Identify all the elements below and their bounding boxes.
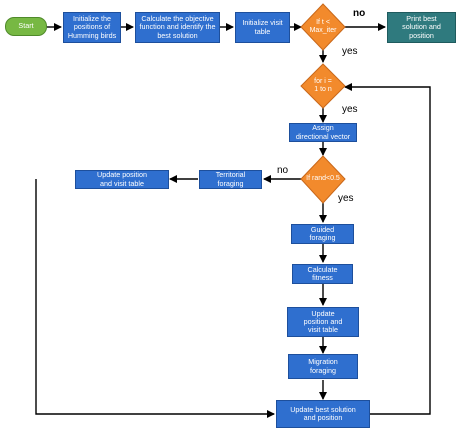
print-best-box: Print best solution and position xyxy=(387,12,456,43)
decision-rand-label: If rand<0.5 xyxy=(306,175,340,183)
assign-direction-box: Assign directional vector xyxy=(289,123,357,142)
decision-rand-shape xyxy=(300,155,346,204)
edge-label-loop-yes: yes xyxy=(342,104,358,115)
calc-objective-box: Calculate the objective function and ide… xyxy=(135,12,220,43)
migration-foraging-box: Migration foraging xyxy=(288,354,358,379)
edge-label-iter-no: no xyxy=(353,8,366,19)
decision-iter-label: If t < Max_iter xyxy=(309,19,337,34)
init-visit-table-box: Initialize visit table xyxy=(235,12,290,43)
edge-label-rand-no: no xyxy=(277,165,289,176)
init-positions-box: Initialize the positions of Humming bird… xyxy=(63,12,121,43)
update-position-left-box: Update position and visit table xyxy=(75,170,169,189)
guided-foraging-box: Guided foraging xyxy=(291,224,354,244)
decision-loop-shape xyxy=(300,63,346,109)
update-best-box: Update best solution and position xyxy=(276,400,370,428)
territorial-foraging-box: Territorial foraging xyxy=(199,170,262,189)
edge-label-iter-yes: yes xyxy=(342,46,358,57)
start-node: Start xyxy=(5,17,47,36)
decision-loop-label: for i = 1 to n xyxy=(314,78,332,93)
edge-loop-back xyxy=(344,83,431,415)
edge-left-feedback xyxy=(35,179,275,418)
decision-iter-shape xyxy=(300,3,346,51)
calculate-fitness-box: Calculate fitness xyxy=(292,264,353,284)
update-position-middle-box: Update position and visit table xyxy=(287,307,359,337)
edge-label-rand-yes: yes xyxy=(338,193,354,204)
